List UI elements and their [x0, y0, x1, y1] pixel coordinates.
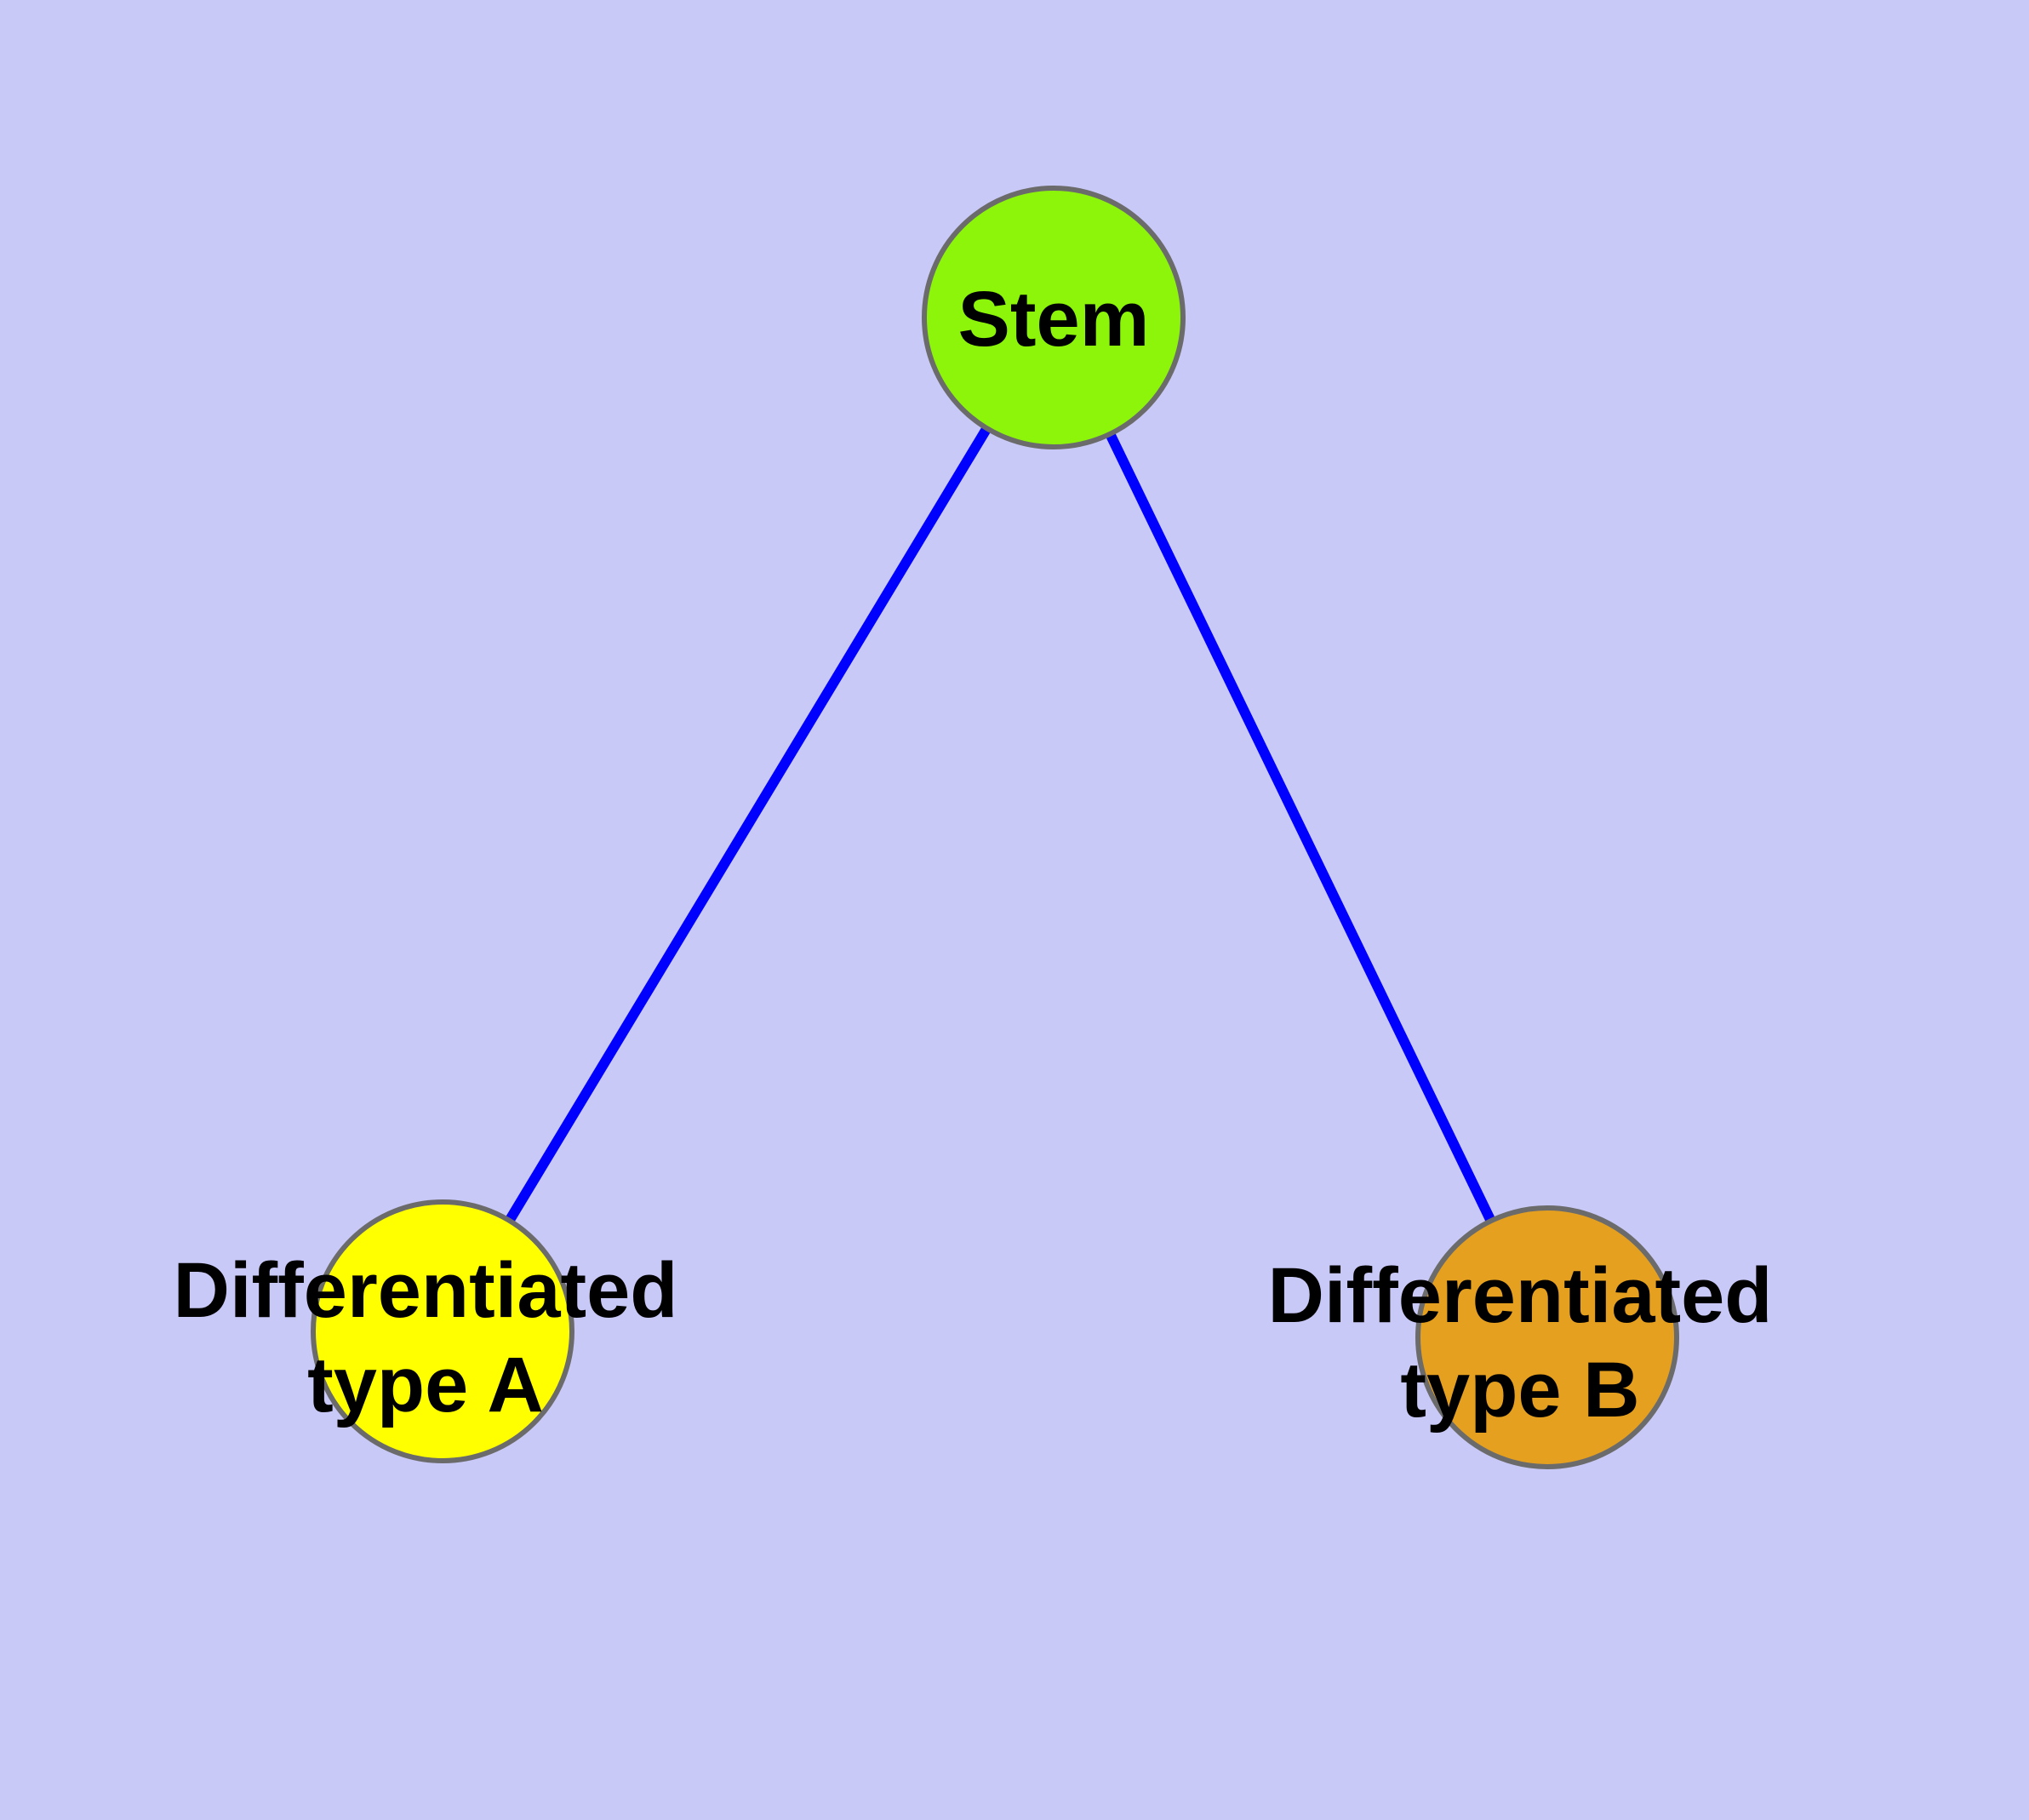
- node-stem-circle: [922, 186, 1186, 449]
- node-type-b-label-line1: Differentiated: [1268, 1252, 1773, 1339]
- edge-stem-to-type-a-line: [437, 314, 1059, 1335]
- node-type-a-circle: [311, 1199, 574, 1463]
- node-type-b-circle: [1415, 1205, 1679, 1469]
- edge-stem-to-type-b-line: [1049, 315, 1552, 1340]
- node-type-b-label-line2: type B: [1400, 1347, 1639, 1434]
- node-stem-label: Stem: [958, 276, 1150, 363]
- node-type-a-label-line2: type A: [307, 1342, 544, 1428]
- node-type-a-label-line1: Differentiated: [174, 1247, 678, 1334]
